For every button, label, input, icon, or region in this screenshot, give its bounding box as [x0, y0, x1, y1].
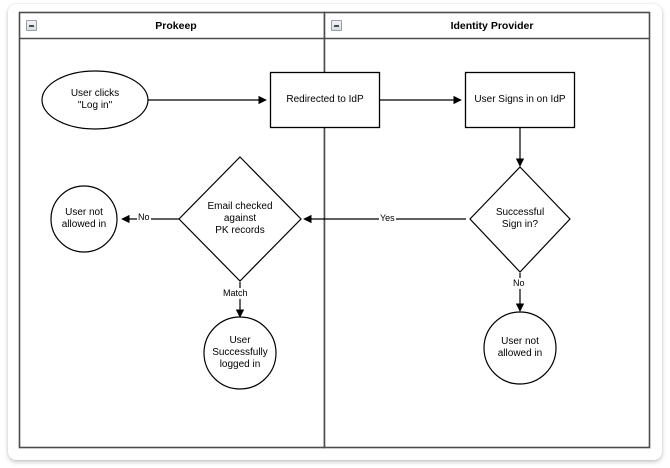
edge-label-match: Match	[222, 288, 249, 299]
pool-title-identity-provider: Identity Provider	[450, 20, 534, 32]
collapse-minus-icon-prokeep[interactable]	[26, 20, 37, 31]
node-successful-sign-in	[469, 166, 571, 273]
node-user-not-allowed-in-right	[483, 311, 557, 385]
collapse-minus-icon-identity-provider[interactable]	[331, 20, 342, 31]
edge-label-no-left: No	[137, 212, 151, 223]
edge-label-no-right: No	[512, 278, 526, 289]
node-user-clicks-login	[41, 70, 149, 130]
pool-title-prokeep: Prokeep	[155, 20, 197, 32]
node-email-checked-against-pk-records	[178, 156, 302, 282]
node-redirected-to-idp	[269, 71, 381, 129]
edge-label-yes: Yes	[379, 213, 396, 224]
node-user-signs-in-on-idp	[464, 71, 576, 129]
node-user-not-allowed-in-left	[50, 185, 118, 253]
node-user-successfully-logged-in	[203, 316, 277, 390]
